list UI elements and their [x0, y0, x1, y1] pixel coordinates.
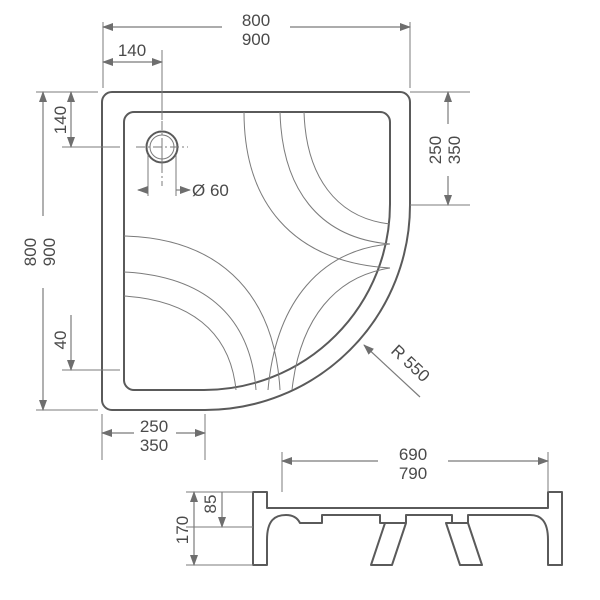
- right-extension-lines: [410, 91, 470, 206]
- dim-flange-depth-label: 40: [51, 331, 70, 350]
- dim-section-width-secondary: 790: [399, 464, 427, 483]
- drain-diameter-extensions: [147, 147, 177, 196]
- dim-drain-diameter: Ø 60: [137, 181, 229, 200]
- dim-straight-edge-bottom: 250 350: [101, 417, 206, 455]
- dim-overall-width-secondary: 900: [242, 30, 270, 49]
- dim-overall-width-primary: 800: [242, 11, 270, 30]
- dim-overall-depth-secondary: 900: [40, 238, 59, 266]
- dim-corner-radius: R 550: [363, 341, 433, 398]
- dim-drain-offset-x-label: 140: [118, 41, 146, 60]
- plan-view: Ø 60 800 900 140 14: [21, 11, 470, 460]
- dim-straight-edge-bottom-secondary: 350: [140, 436, 168, 455]
- section-view: 690 790 85 170: [173, 445, 563, 566]
- dim-section-total-height-label: 170: [173, 516, 192, 544]
- dim-section-width: 690 790: [281, 445, 549, 483]
- dim-section-width-primary: 690: [399, 445, 427, 464]
- dim-drain-offset-y: 140: [51, 91, 75, 148]
- dim-straight-edge-right-secondary: 350: [445, 136, 464, 164]
- dim-flange-depth: 40: [51, 315, 75, 371]
- dim-drain-offset-y-label: 140: [51, 106, 70, 134]
- dim-overall-depth-primary: 800: [21, 238, 40, 266]
- tray-inner-rim: [123, 111, 391, 391]
- dim-corner-radius-label: R 550: [387, 341, 433, 386]
- dim-section-upper-height-label: 85: [201, 495, 220, 514]
- dim-straight-edge-bottom-primary: 250: [140, 417, 168, 436]
- dim-straight-edge-right-primary: 250: [426, 136, 445, 164]
- dim-section-upper-height: 85: [201, 492, 226, 528]
- dim-drain-diameter-label: Ø 60: [192, 181, 229, 200]
- dim-section-total-height: 170: [173, 491, 198, 566]
- bottom-extension-lines: [101, 414, 206, 460]
- section-profile: [252, 491, 563, 566]
- dim-straight-edge-right: 250 350: [426, 91, 464, 206]
- tray-surface-pattern: [123, 111, 391, 391]
- dim-overall-width: 800 900: [102, 11, 411, 49]
- tray-outer-outline: [101, 91, 411, 411]
- dim-drain-offset-x: 140: [102, 41, 163, 66]
- dim-overall-depth: 800 900: [21, 91, 59, 411]
